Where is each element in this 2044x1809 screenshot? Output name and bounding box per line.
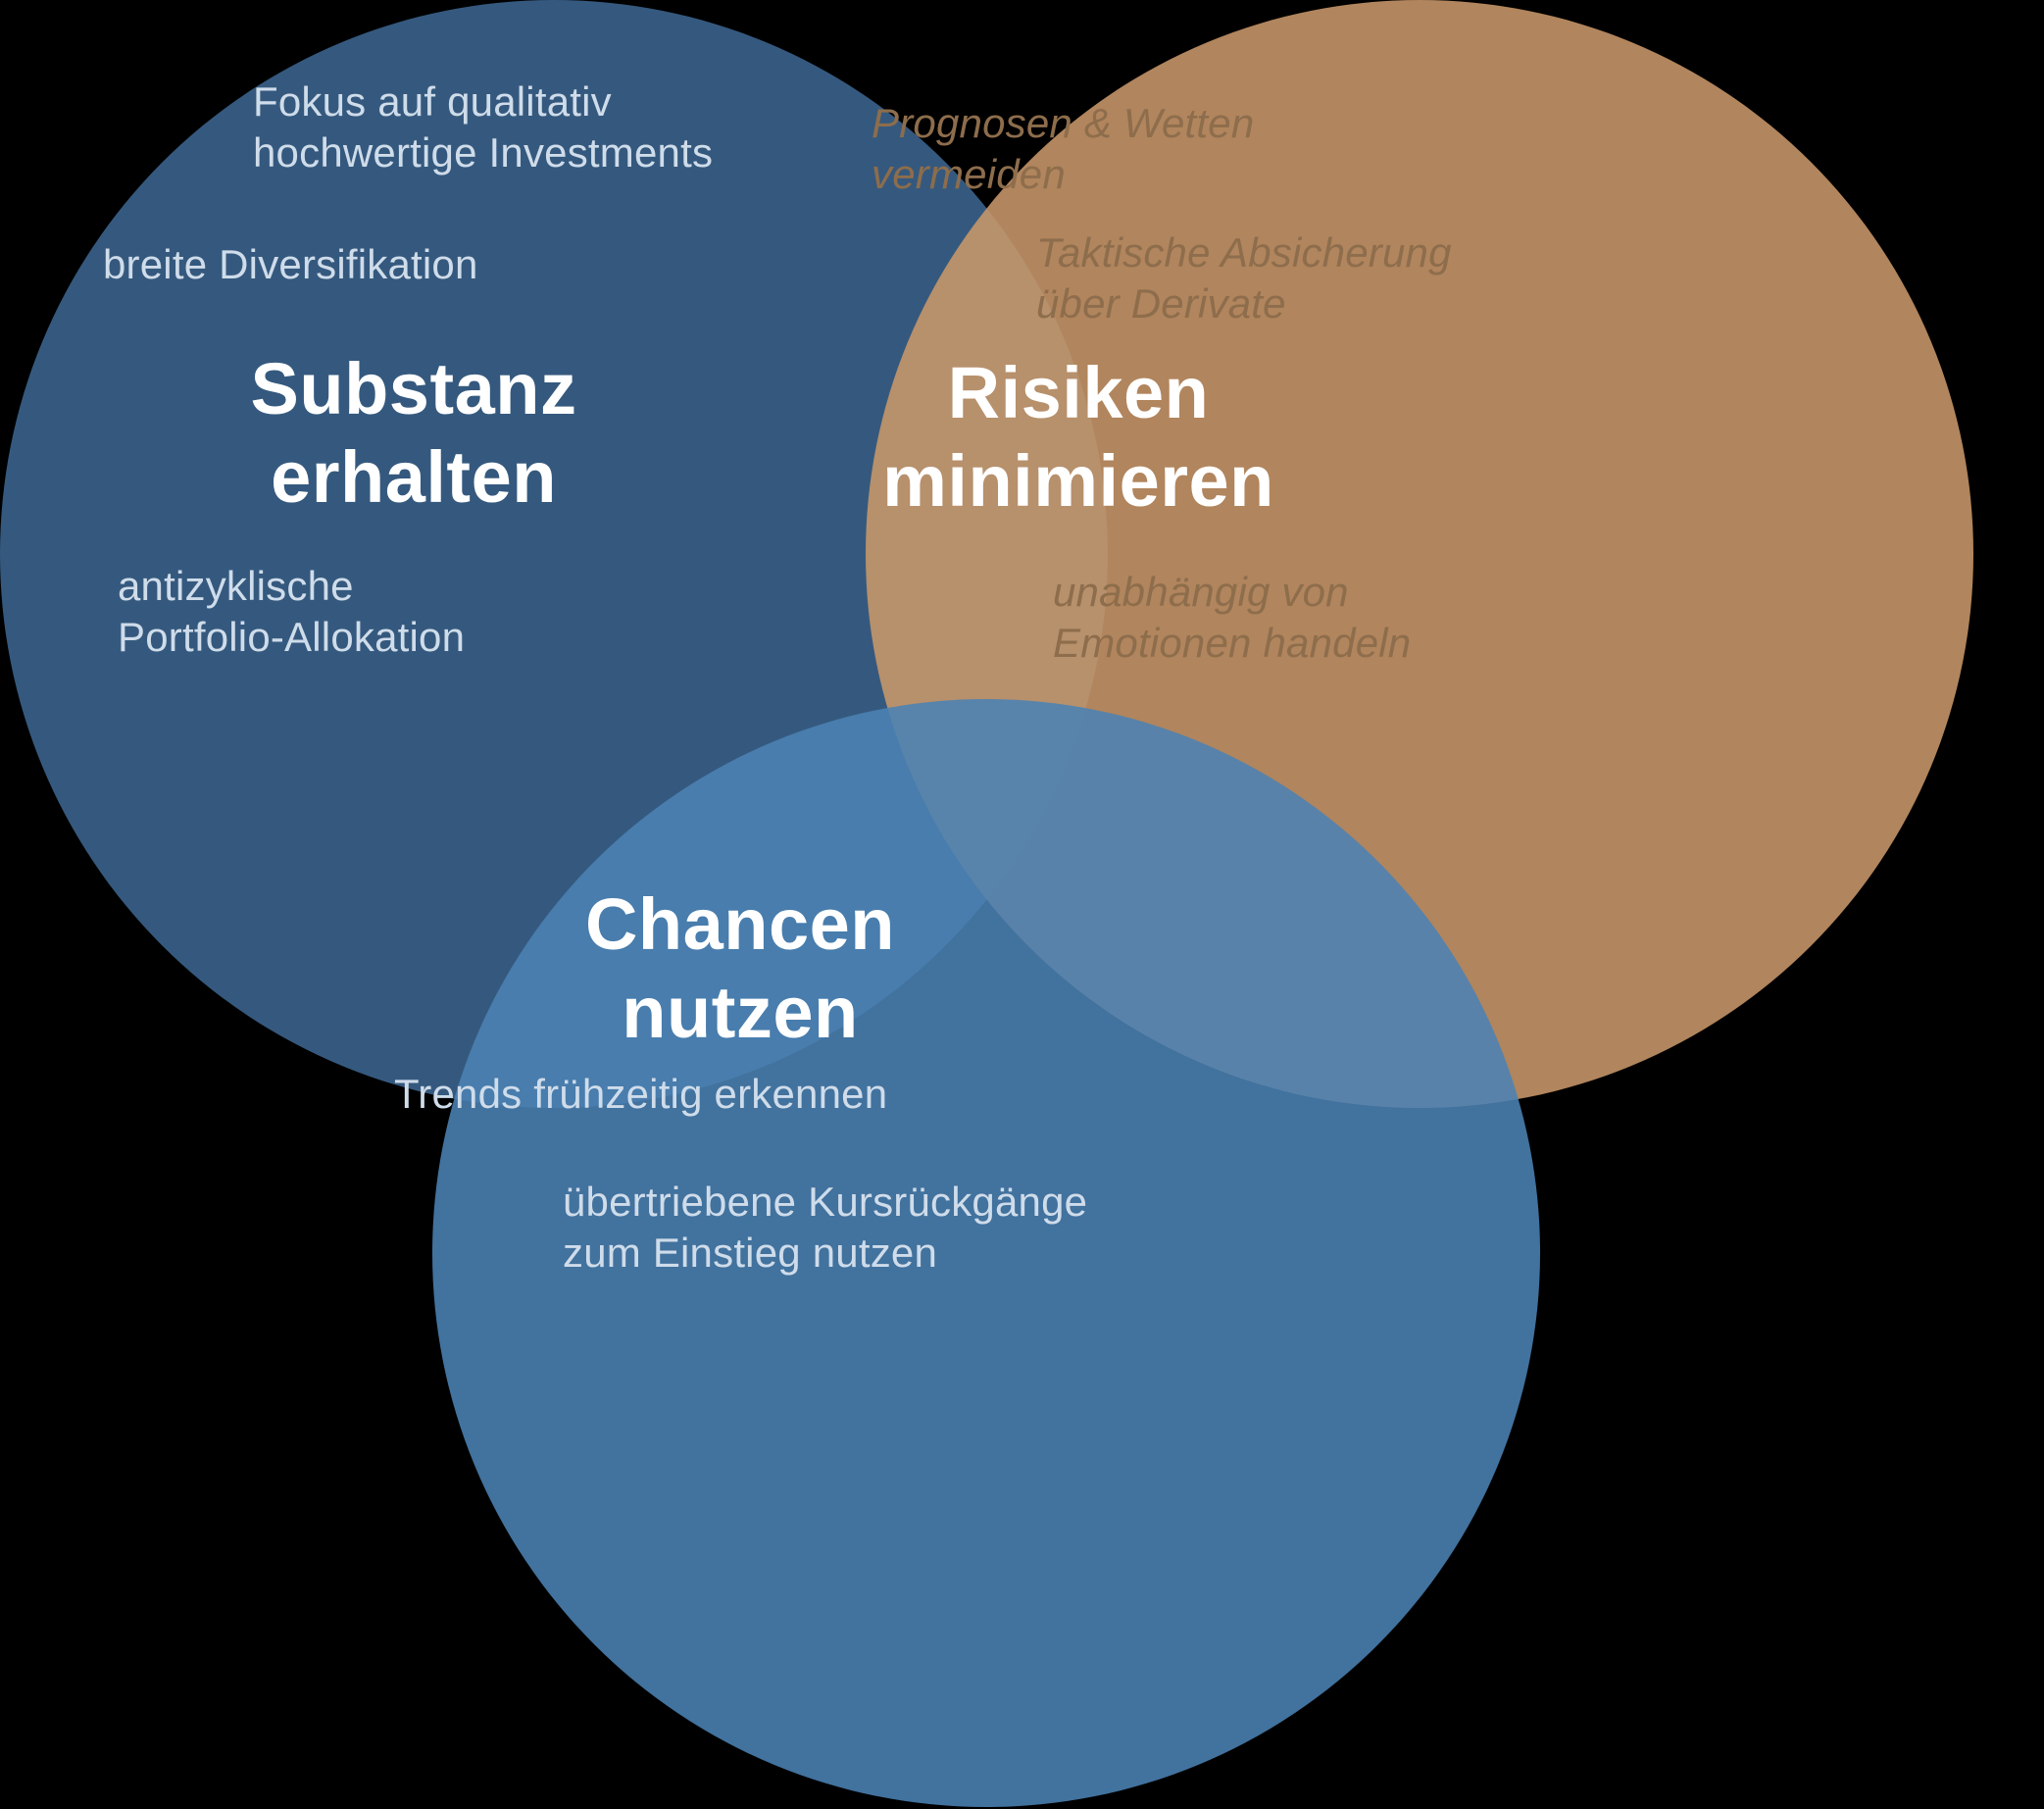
- risiken-item-tactical-hedging: Taktische Absicherung über Derivate: [1036, 229, 1452, 327]
- substanz-item-diversification: breite Diversifikation: [103, 241, 478, 287]
- chancen-item-buy-the-dip: übertriebene Kursrückgänge zum Einstieg …: [563, 1179, 1088, 1277]
- circle-title-chancen-nutzen: Chancen nutzen: [584, 883, 895, 1054]
- substanz-item-quality-investments: Fokus auf qualitativ hochwertige Investm…: [253, 78, 714, 176]
- substanz-item-anticyclical-allocation: antizyklische Portfolio-Allokation: [118, 563, 466, 661]
- chancen-item-spot-trends: Trends frühzeitig erkennen: [394, 1071, 888, 1117]
- circle-chancen-nutzen[interactable]: [432, 699, 1540, 1807]
- venn-circle-group: [0, 0, 1973, 1807]
- risiken-item-emotion-independent: unabhängig von Emotionen handeln: [1053, 569, 1412, 667]
- circle-title-risiken-minimieren: Risiken minimieren: [882, 352, 1274, 523]
- risiken-item-avoid-forecasts: Prognosen & Wetten vermeiden: [872, 100, 1255, 198]
- circle-title-substanz-erhalten: Substanz erhalten: [250, 348, 577, 519]
